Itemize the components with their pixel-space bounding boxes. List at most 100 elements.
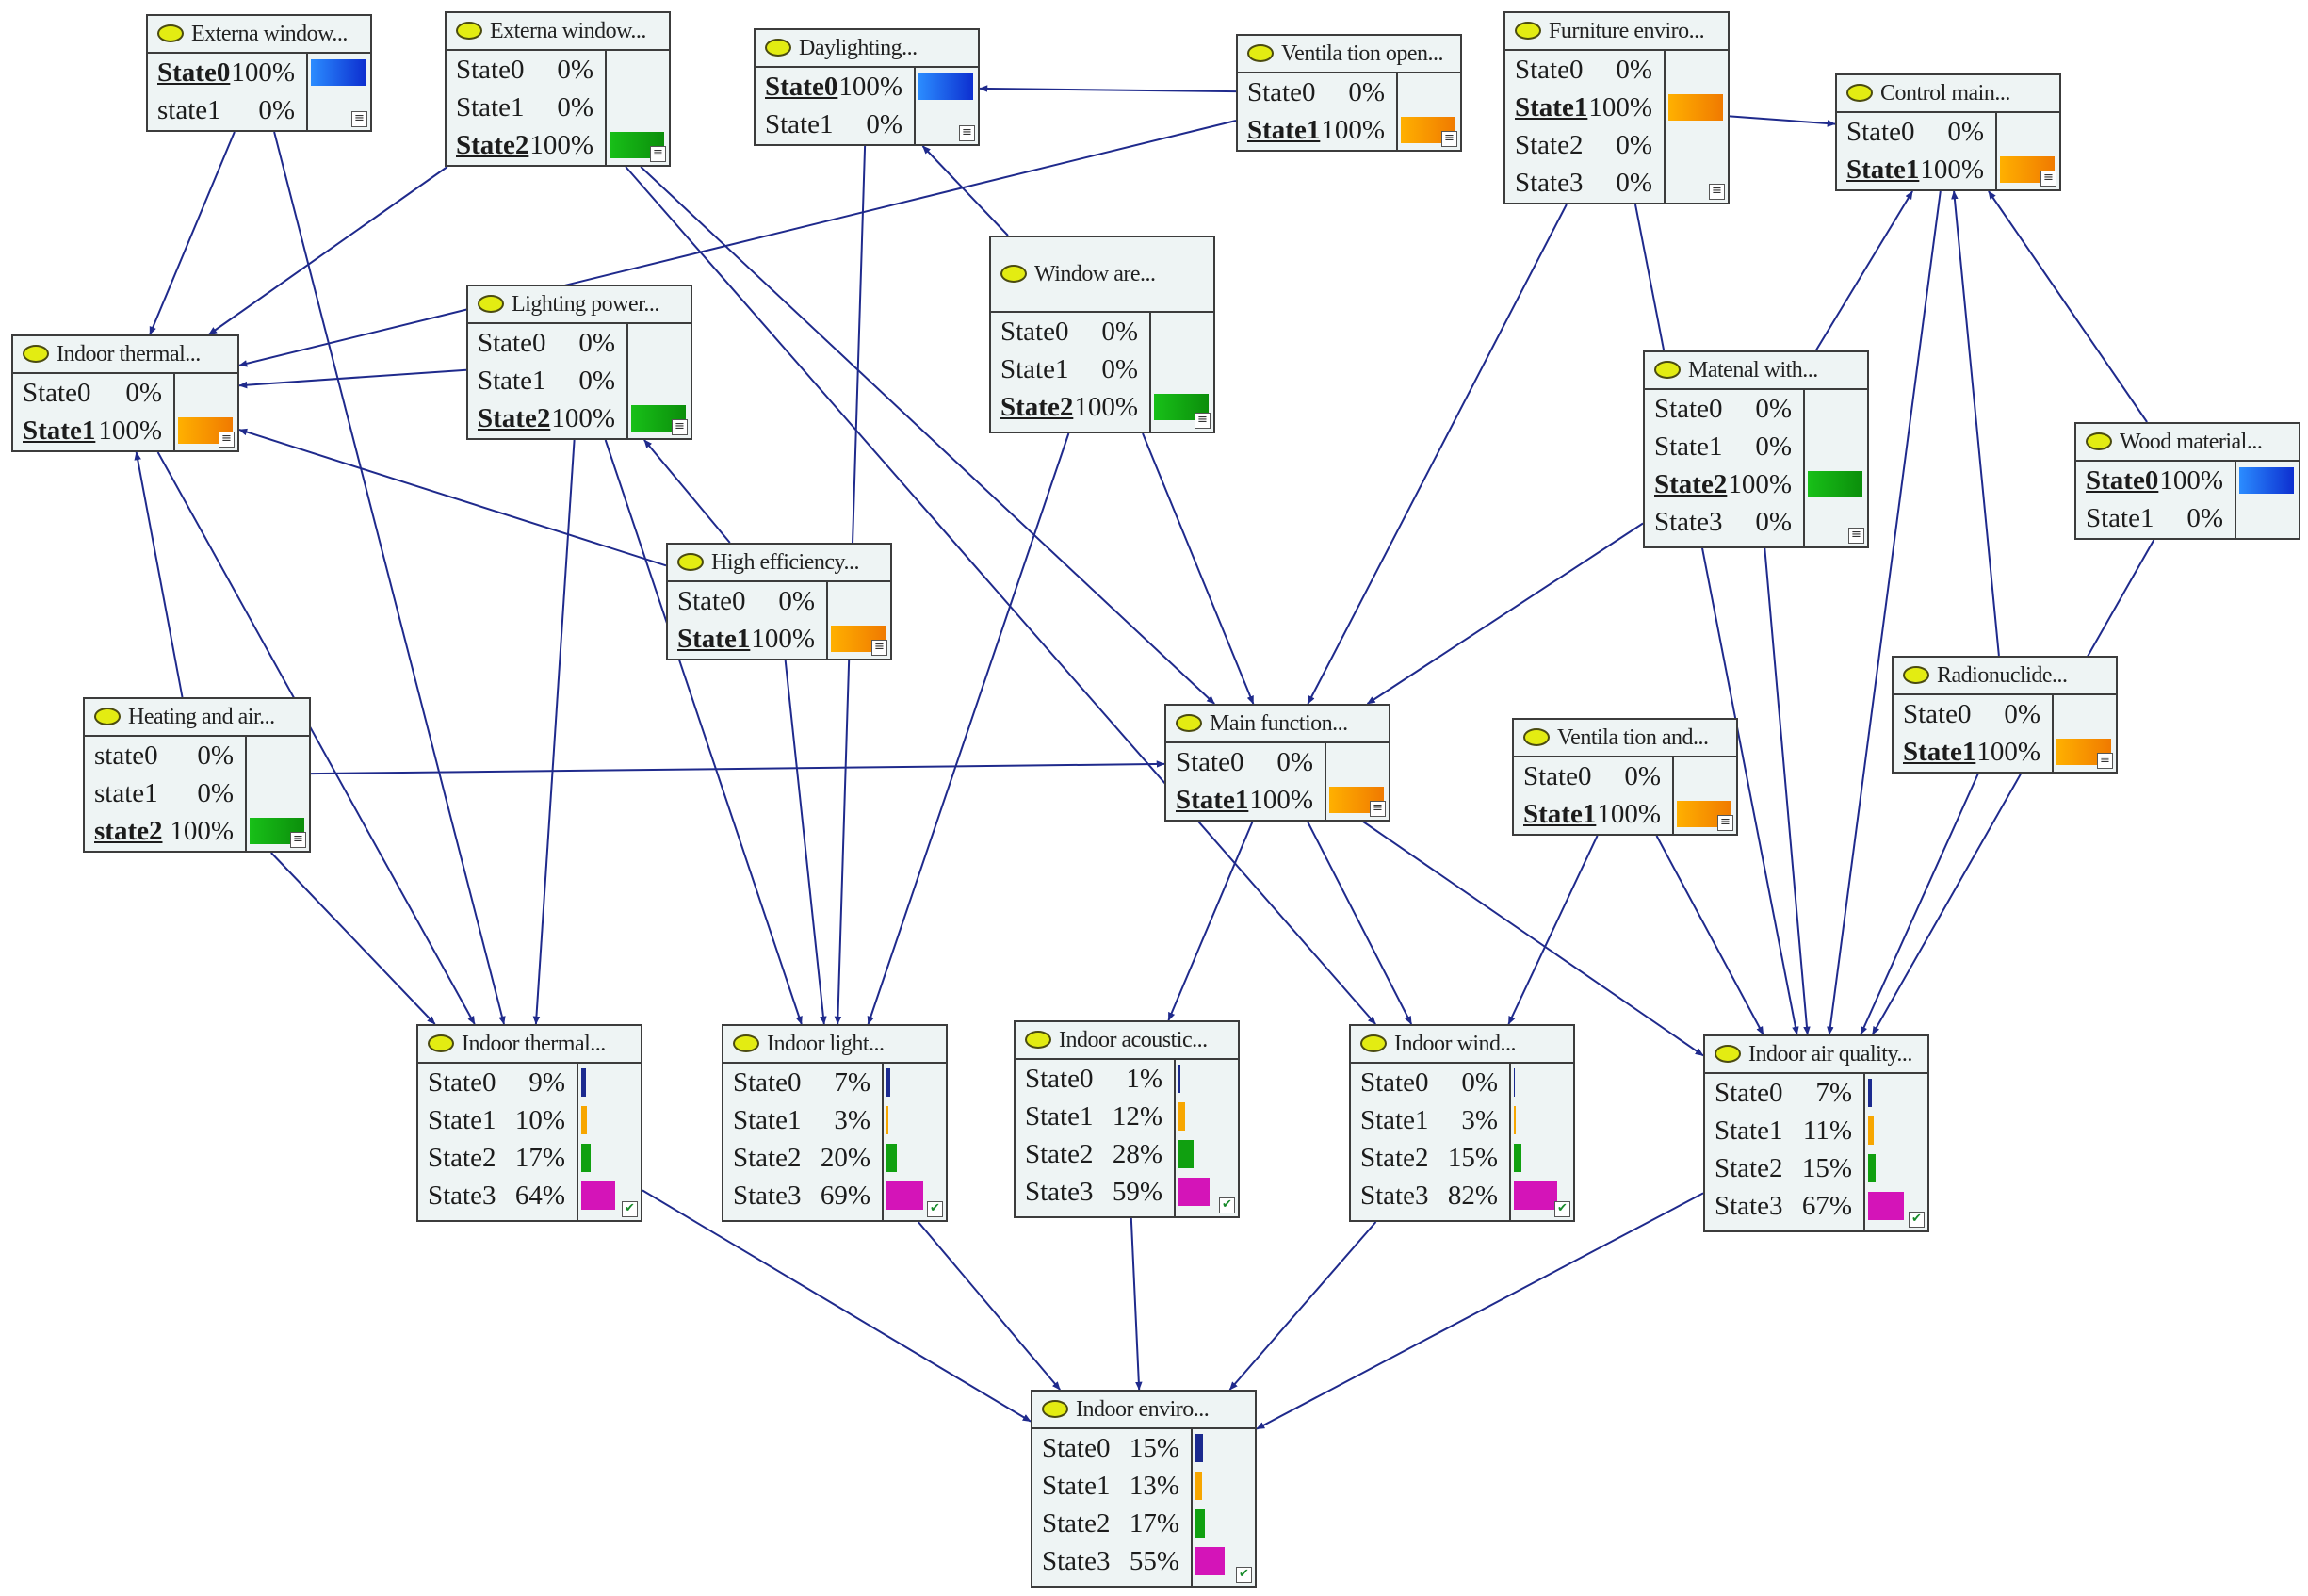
- evidence-icon[interactable]: ≡: [351, 111, 367, 127]
- edge-n18-n22: [918, 1221, 1061, 1391]
- state-label: State1: [23, 415, 96, 446]
- edge-n14-n21: [1362, 821, 1704, 1057]
- check-icon[interactable]: ✔: [1554, 1201, 1570, 1217]
- state-label: State3: [1042, 1546, 1111, 1576]
- check-icon[interactable]: ✔: [622, 1201, 638, 1217]
- state-bar: [311, 59, 366, 86]
- evidence-icon[interactable]: ≡: [219, 432, 235, 448]
- node-status-dot-icon: [157, 24, 184, 42]
- evidence-icon[interactable]: ≡: [1370, 801, 1386, 817]
- state-label: State1: [1654, 432, 1723, 462]
- state-percent: 0%: [1276, 747, 1313, 777]
- state-percent: 100%: [529, 130, 593, 160]
- state-bar: [581, 1144, 591, 1172]
- state-label: State2: [1515, 130, 1584, 160]
- state-percent: 0%: [1348, 77, 1385, 107]
- node-title: Indoor thermal...: [13, 336, 237, 374]
- evidence-icon[interactable]: ≡: [871, 640, 887, 656]
- node-bar-column: [1803, 390, 1867, 546]
- state-percent: 100%: [1976, 737, 2040, 767]
- check-icon[interactable]: ✔: [1219, 1197, 1235, 1213]
- evidence-icon[interactable]: ≡: [672, 419, 688, 435]
- state-label: State0: [733, 1067, 802, 1098]
- evidence-icon[interactable]: ≡: [1848, 528, 1864, 544]
- state-label: State2: [1025, 1139, 1094, 1169]
- state-percent: 0%: [125, 378, 162, 408]
- state-percent: 100%: [2159, 465, 2223, 496]
- evidence-icon[interactable]: ≡: [1195, 413, 1211, 429]
- state-label: State0: [1247, 77, 1316, 107]
- state-bar: [1514, 1144, 1521, 1172]
- node-title: Externa window...: [447, 13, 669, 51]
- state-bar: [1178, 1102, 1185, 1131]
- state-label: State2: [1042, 1508, 1111, 1539]
- node-bar-column: [577, 1064, 641, 1220]
- evidence-icon[interactable]: ≡: [2040, 171, 2056, 187]
- state-percent: 0%: [197, 741, 234, 771]
- evidence-icon[interactable]: ≡: [2097, 753, 2113, 769]
- node-title-text: Window are...: [1034, 262, 1156, 286]
- evidence-icon[interactable]: ≡: [650, 146, 666, 162]
- state-percent: 100%: [1249, 785, 1313, 815]
- check-icon[interactable]: ✔: [1236, 1567, 1252, 1583]
- evidence-icon[interactable]: ≡: [1717, 815, 1733, 831]
- node-status-dot-icon: [677, 553, 704, 571]
- node-title: Heating and air...: [85, 699, 309, 737]
- node-status-dot-icon: [1903, 666, 1929, 684]
- node-title-text: Radionuclide...: [1937, 663, 2068, 688]
- state-percent: 0%: [578, 366, 615, 396]
- state-bar: [1868, 1192, 1904, 1220]
- state-label: State1: [1247, 115, 1321, 145]
- evidence-icon[interactable]: ≡: [959, 125, 975, 141]
- state-label: State0: [1360, 1067, 1429, 1098]
- evidence-icon[interactable]: ≡: [1709, 184, 1725, 200]
- state-label: State2: [1715, 1153, 1783, 1183]
- state-percent: 15%: [1801, 1153, 1852, 1183]
- edge-n1-n7: [149, 131, 236, 335]
- check-icon[interactable]: ✔: [927, 1201, 943, 1217]
- evidence-icon[interactable]: ≡: [1441, 131, 1457, 147]
- state-percent: 0%: [1755, 394, 1792, 424]
- evidence-icon[interactable]: ≡: [290, 832, 306, 848]
- state-bar: [1514, 1181, 1557, 1210]
- state-bar: [1195, 1472, 1202, 1500]
- check-icon[interactable]: ✔: [1909, 1212, 1925, 1228]
- node-title: Main function...: [1166, 706, 1389, 743]
- edge-n5-n21: [1634, 204, 1799, 1035]
- state-percent: 0%: [1101, 317, 1138, 347]
